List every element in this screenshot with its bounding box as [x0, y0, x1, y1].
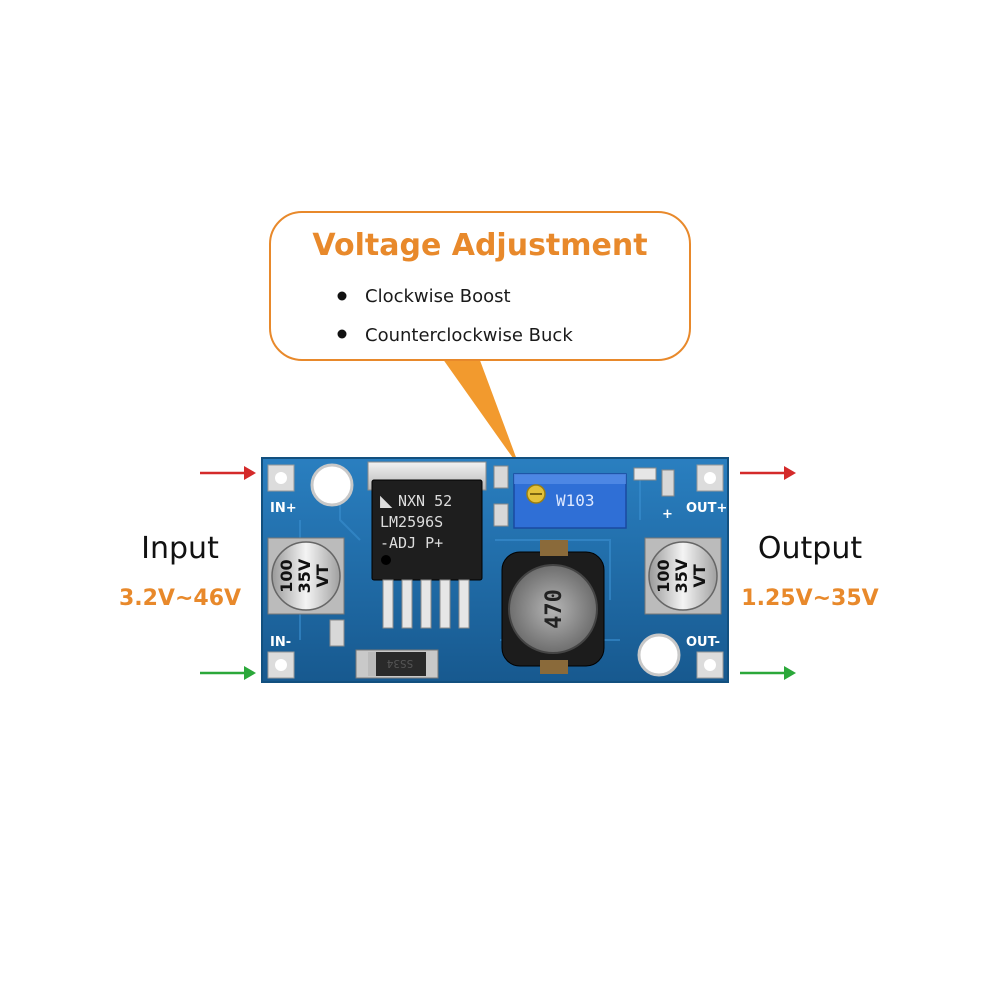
- input-capacitor-marking-line1: 100: [277, 559, 296, 592]
- regulator-leads: [382, 579, 470, 629]
- smd-capacitor: [329, 619, 345, 647]
- bullet-icon: [337, 291, 347, 301]
- callout-pointer: [440, 355, 520, 468]
- inductor: 470: [501, 540, 605, 674]
- input-capacitor-marking-line2: 35V: [295, 558, 314, 593]
- input-label: Input: [141, 531, 219, 566]
- output-capacitor-marking-line3: VT: [690, 564, 709, 587]
- callout-item-counterclockwise: Counterclockwise Buck: [365, 325, 573, 346]
- pin1-dot: [381, 555, 391, 565]
- output-minus-arrow-icon: [740, 666, 796, 680]
- out-minus-silkscreen: OUT-: [686, 635, 720, 650]
- output-range: 1.25V~35V: [741, 586, 878, 611]
- regulator-marking-line3: -ADJ P+: [380, 534, 443, 552]
- lm2596-regulator: ◣ NXN 52 LM2596S -ADJ P+: [367, 461, 487, 629]
- input-range: 3.2V~46V: [119, 586, 241, 611]
- out-minus-pad: [696, 651, 724, 679]
- ss34-diode: SS34: [355, 649, 439, 679]
- in-minus-silkscreen: IN-: [270, 635, 291, 650]
- bullet-icon: [337, 329, 347, 339]
- input-capacitor-marking-line3: VT: [313, 564, 332, 587]
- trim-potentiometer[interactable]: W103: [513, 473, 627, 529]
- input-capacitor: 100 35V VT: [267, 537, 345, 615]
- output-capacitor-marking-line2: 35V: [672, 558, 691, 593]
- in-plus-pad: [267, 464, 295, 492]
- callout-title: Voltage Adjustment: [312, 228, 647, 263]
- voltage-adjustment-callout: Voltage Adjustment Clockwise Boost Count…: [269, 211, 691, 468]
- out-plus-pad: [696, 464, 724, 492]
- regulator-logo-icon: ◣: [380, 491, 393, 510]
- smd-led: [633, 467, 657, 481]
- out-plus-silkscreen: OUT+: [686, 501, 727, 516]
- input-minus-arrow-icon: [200, 666, 256, 680]
- input-plus-arrow-icon: [200, 466, 256, 480]
- output-capacitor-marking-line1: 100: [654, 559, 673, 592]
- smd-resistor: [661, 469, 675, 497]
- callout-item-clockwise: Clockwise Boost: [365, 286, 511, 307]
- output-capacitor: 100 35V VT: [644, 537, 722, 615]
- callout-box: [269, 211, 691, 361]
- diode-marking: SS34: [386, 657, 413, 670]
- in-minus-pad: [267, 651, 295, 679]
- output-label: Output: [758, 531, 862, 566]
- in-plus-silkscreen: IN+: [270, 501, 297, 516]
- potentiometer-marking: W103: [556, 491, 595, 510]
- pcb-board: IN+ IN- OUT+ OUT- + ◣ NXN 52 LM2596S -AD…: [261, 457, 729, 683]
- smd-resistor: [493, 465, 509, 489]
- mounting-hole: [637, 633, 681, 677]
- output-plus-arrow-icon: [740, 466, 796, 480]
- regulator-marking-line2: LM2596S: [380, 513, 443, 531]
- regulator-marking-line1: NXN 52: [398, 492, 452, 510]
- inductor-marking: 470: [542, 589, 567, 629]
- plus-silkscreen: +: [662, 507, 673, 522]
- mounting-hole: [310, 463, 354, 507]
- smd-resistor: [493, 503, 509, 527]
